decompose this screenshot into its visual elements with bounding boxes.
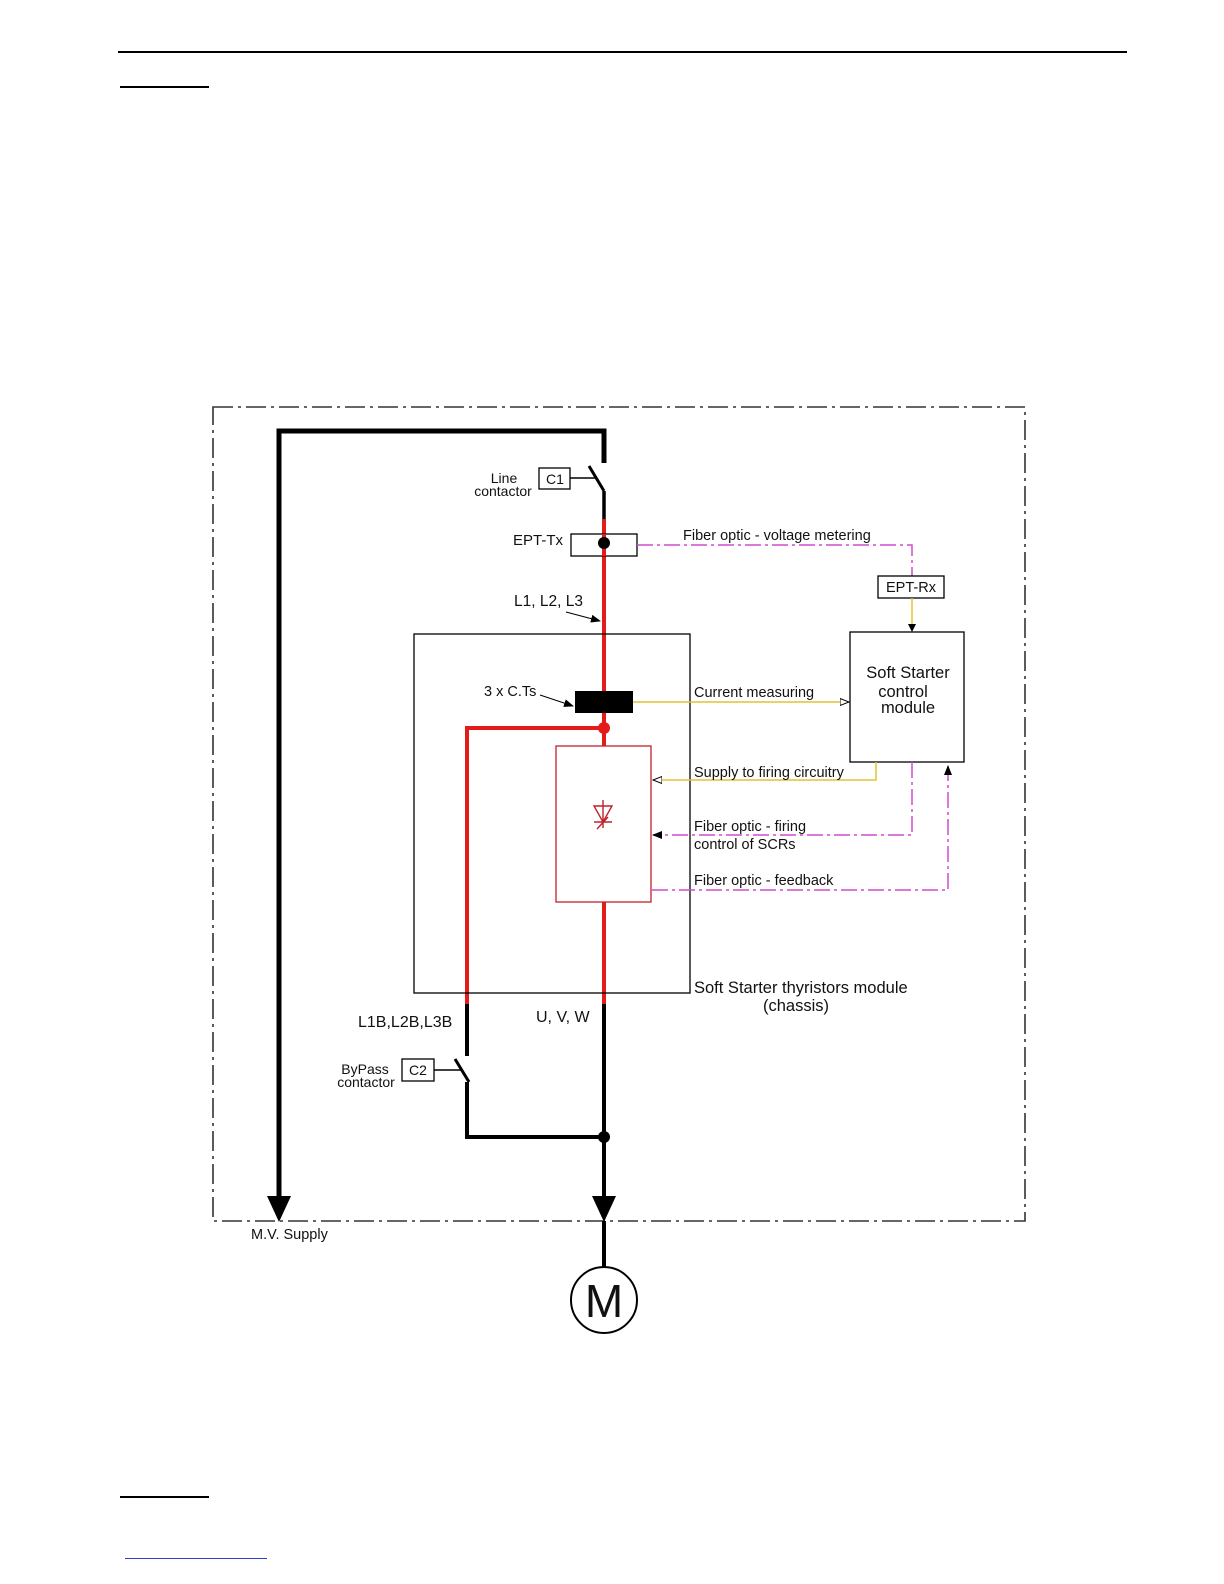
supply-firing-label: Supply to firing circuitry xyxy=(694,765,845,781)
control-label-2: control xyxy=(878,683,928,701)
bypass-lower-lead xyxy=(465,1082,604,1139)
fiber-voltage-label: Fiber optic - voltage metering xyxy=(683,528,871,544)
page-header-rule xyxy=(118,51,1127,53)
supply-firing-line xyxy=(653,762,877,780)
mv-supply-arrow xyxy=(267,1196,291,1222)
thyristor-icon xyxy=(592,800,614,830)
bypass-label-1: ByPass xyxy=(341,1061,388,1077)
thyristor-module-label-2: (chassis) xyxy=(763,997,829,1015)
cts-label: 3 x C.Ts xyxy=(484,684,536,700)
line-contactor-switch xyxy=(587,465,606,492)
c1-box xyxy=(538,467,571,490)
c2-box xyxy=(401,1058,435,1082)
bypass-junction xyxy=(598,722,610,734)
cts-leader xyxy=(539,694,574,707)
control-label-1: Soft Starter xyxy=(866,664,950,682)
c1-label: C1 xyxy=(546,471,564,487)
l123b-label: L1B,L2B,L3B xyxy=(358,1014,452,1031)
control-module-box xyxy=(849,631,965,763)
current-measuring-label: Current measuring xyxy=(694,685,814,701)
fiber-voltage-line xyxy=(637,544,913,576)
ept-rx-arrow xyxy=(908,624,916,632)
fiber-firing-label-2: control of SCRs xyxy=(694,837,796,853)
fiber-firing-line xyxy=(652,762,913,839)
ept-tx-label: EPT-Tx xyxy=(513,532,564,549)
output-junction xyxy=(598,1131,610,1143)
mv-supply-label: M.V. Supply xyxy=(251,1227,329,1243)
ept-rx-label: EPT-Rx xyxy=(886,580,937,596)
footer-short-rule xyxy=(120,1496,209,1498)
uvw-label: U, V, W xyxy=(536,1009,591,1026)
motor-label: M xyxy=(585,1275,623,1327)
header-short-rule xyxy=(120,86,209,88)
fiber-firing-label-1: Fiber optic - firing xyxy=(694,819,806,835)
thyristors-module-chassis xyxy=(413,633,691,994)
control-label-3: module xyxy=(881,699,935,717)
c2-label: C2 xyxy=(409,1062,427,1078)
thyristor-module-label-1: Soft Starter thyristors module xyxy=(694,979,908,997)
fiber-feedback-line xyxy=(652,765,952,891)
footer-link-rule xyxy=(125,1558,267,1559)
enclosure-boundary xyxy=(212,406,1026,1222)
current-transformers xyxy=(575,691,633,713)
motor-feed-arrow xyxy=(592,1196,616,1222)
ept-rx-box xyxy=(877,575,945,599)
ept-tx-node xyxy=(598,537,610,549)
bypass-power-conductor xyxy=(465,726,604,1004)
line-contactor-label-1: Line xyxy=(491,470,518,486)
motor-symbol xyxy=(570,1266,638,1334)
l123-leader xyxy=(565,611,601,623)
mv-supply-conductor xyxy=(276,428,607,1198)
bypass-label-2: contactor xyxy=(337,1074,395,1090)
l123-label: L1, L2, L3 xyxy=(514,593,583,610)
fiber-feedback-label: Fiber optic - feedback xyxy=(694,873,834,889)
line-contactor-label-2: contactor xyxy=(474,483,532,499)
